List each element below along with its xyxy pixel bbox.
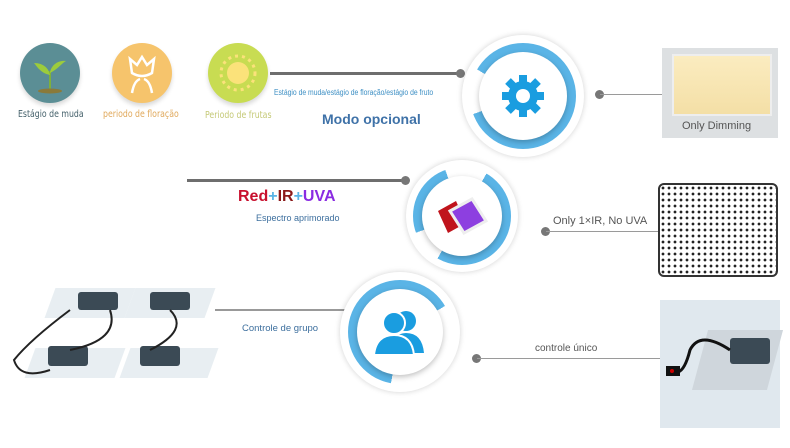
group-controllers-image — [10, 280, 219, 390]
stage-label-fruit: Periodo de frutas — [205, 110, 272, 121]
mode-subtitle: Estágio de muda/estágio de floração/está… — [274, 88, 434, 97]
spectrum-compare-caption: Only 1×IR, No UVA — [553, 215, 648, 227]
connector-dot — [541, 227, 550, 236]
single-controller-image — [660, 300, 784, 428]
stage-label-flower: periodo de floração — [103, 109, 179, 120]
led-board-image — [658, 183, 778, 277]
connector-line — [600, 94, 662, 95]
stage-label-seedling: Estágio de muda — [18, 109, 84, 120]
spectrum-chips-icon — [422, 176, 502, 256]
ir-label: IR — [277, 188, 294, 205]
uva-label: UVA — [302, 188, 336, 205]
connector-dot — [595, 90, 604, 99]
sun-stage-icon — [208, 43, 268, 103]
dimming-caption: Only Dimming — [682, 120, 752, 132]
connector-line — [215, 309, 347, 311]
users-icon — [357, 289, 443, 375]
mode-title: Modo opcional — [322, 111, 421, 127]
group-label: Controle de grupo — [242, 323, 319, 334]
spectrum-feature-circle — [406, 160, 518, 272]
connector-dot — [472, 354, 481, 363]
mode-feature-circle — [462, 35, 584, 157]
connector-dot — [401, 176, 410, 185]
connector-line — [477, 358, 662, 359]
connector-line — [546, 231, 658, 232]
spectrum-subtitle: Espectro aprimorado — [256, 213, 340, 223]
gear-icon — [479, 52, 567, 140]
single-control-caption: controle único — [535, 343, 598, 354]
plus-sign: + — [268, 188, 278, 205]
connector-dot — [456, 69, 465, 78]
plus-sign: + — [293, 188, 303, 205]
connector-line — [187, 179, 405, 182]
red-label: Red — [238, 188, 269, 205]
dimming-panel-image: Only Dimming — [662, 48, 778, 138]
spectrum-title: Red+IR+UVA — [238, 188, 336, 206]
connector-line — [270, 72, 460, 75]
group-feature-circle — [340, 272, 460, 392]
flower-stage-icon — [112, 43, 172, 103]
seedling-stage-icon — [20, 43, 80, 103]
